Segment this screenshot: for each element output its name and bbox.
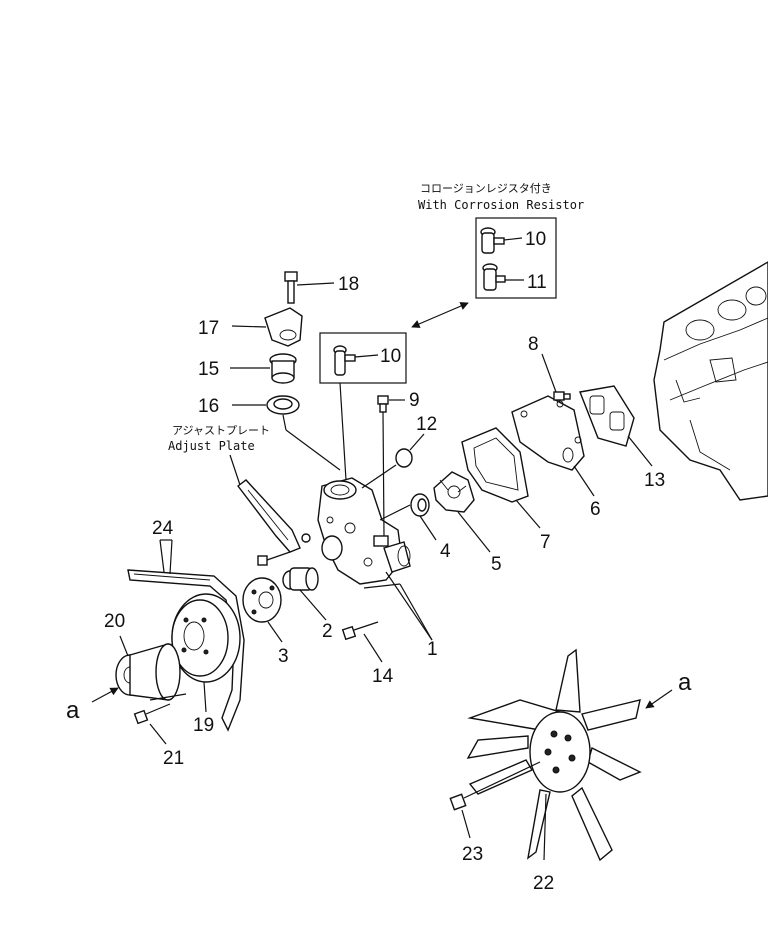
callout-18: 18 [338, 274, 359, 295]
cooling-fan-part-22 [466, 648, 642, 862]
idler-shaft-part-2 [282, 567, 319, 591]
callout-17: 17 [198, 318, 219, 339]
callout-7: 7 [540, 532, 551, 553]
callout-12: 12 [416, 414, 437, 435]
callout-20: 20 [104, 611, 125, 632]
bolt-part-21 [133, 703, 171, 725]
thermostat-part-15 [269, 353, 297, 384]
callout-22: 22 [533, 873, 554, 894]
adjust-plate-note-jp: アジャストプレート [172, 424, 270, 437]
seal-part-4 [410, 493, 430, 517]
bolt-part-18 [284, 271, 298, 304]
seal-part-16 [266, 395, 300, 415]
callout-19: 19 [193, 715, 214, 736]
v-belt-part-24 [127, 569, 245, 732]
callout-15: 15 [198, 359, 219, 380]
cover-plate-part-6 [511, 395, 585, 471]
callout-9: 9 [409, 390, 420, 411]
bolt-part-23 [449, 761, 541, 811]
callout-5: 5 [491, 554, 502, 575]
callout-4: 4 [440, 541, 451, 562]
valve-part-10 [333, 345, 356, 376]
callout-2: 2 [322, 621, 333, 642]
corrosion-valve-part-10 [480, 227, 505, 254]
gasket-part-7 [461, 427, 529, 503]
callout-14: 14 [372, 666, 394, 687]
view-a-marker-left: a [66, 697, 80, 724]
view-a-arrow-right-icon [645, 689, 673, 709]
impeller-part-5 [433, 471, 475, 513]
engine-block [653, 261, 768, 501]
callout-13: 13 [644, 470, 665, 491]
adjust-plate-note-en: Adjust Plate [168, 439, 255, 453]
callout-16: 16 [198, 396, 219, 417]
callout-23: 23 [462, 844, 483, 865]
callout-3: 3 [278, 646, 289, 667]
o-ring-part-12 [395, 448, 413, 468]
corrosion-plug-part-11 [482, 263, 506, 291]
water-pump-part-1 [317, 477, 411, 585]
callout-1: 1 [427, 639, 438, 660]
view-a-marker-right: a [678, 669, 692, 696]
callout-11: 11 [527, 272, 547, 293]
idler-bolt [257, 551, 291, 566]
corrosion-inset-box [475, 217, 557, 299]
callout-8: 8 [528, 334, 539, 355]
gasket-part-13 [579, 385, 635, 447]
view-a-arrow-left-icon [91, 687, 119, 703]
bolt-part-8 [553, 391, 571, 401]
bolt-part-14 [341, 621, 379, 641]
hub-part-20 [115, 643, 181, 701]
double-arrow-icon [411, 302, 469, 328]
thermostat-housing-part-17 [264, 307, 303, 347]
callout-10-top: 10 [525, 229, 546, 250]
crank-pulley-part-19 [171, 593, 241, 683]
callout-21: 21 [163, 748, 184, 769]
callout-6: 6 [590, 499, 601, 520]
valve-inset-box [319, 332, 407, 384]
plug-part-9 [377, 395, 389, 413]
corrosion-note-en: With Corrosion Resistor [418, 198, 584, 212]
corrosion-note-jp: コロージョンレジスタ付き [420, 182, 552, 195]
callout-10-mid: 10 [380, 346, 401, 367]
flange-part-3 [242, 577, 282, 623]
callout-24: 24 [152, 518, 174, 539]
